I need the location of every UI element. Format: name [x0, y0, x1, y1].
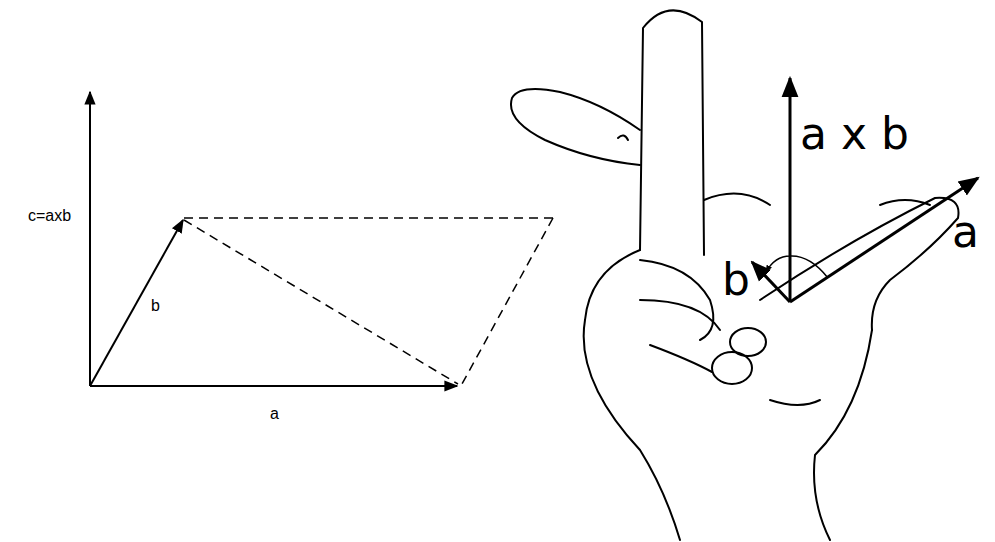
index-finger: [640, 10, 704, 255]
vector-axb: [789, 78, 792, 302]
vector-b: [752, 262, 790, 302]
folded-finger: [730, 328, 766, 356]
vector-b: [90, 220, 183, 386]
vector-label: b: [722, 258, 750, 302]
parallelogram-diagram: [90, 92, 553, 386]
vector-a: [90, 385, 457, 387]
vector-c: [89, 92, 91, 386]
vector-label: c=axb: [28, 208, 71, 224]
vector-a: [790, 178, 978, 302]
vector-label: a: [270, 406, 279, 422]
vector-label: b: [151, 298, 160, 314]
palm-left: [584, 250, 680, 540]
rotation-arc: [766, 256, 828, 278]
vector-label: a: [952, 210, 979, 254]
dashed-lines: [184, 218, 553, 384]
palm-right: [814, 330, 872, 540]
hand-vectors: [752, 78, 978, 302]
right-hand-sketch: [511, 10, 959, 540]
middle-finger: [511, 89, 640, 165]
vector-label: a x b: [800, 112, 909, 156]
